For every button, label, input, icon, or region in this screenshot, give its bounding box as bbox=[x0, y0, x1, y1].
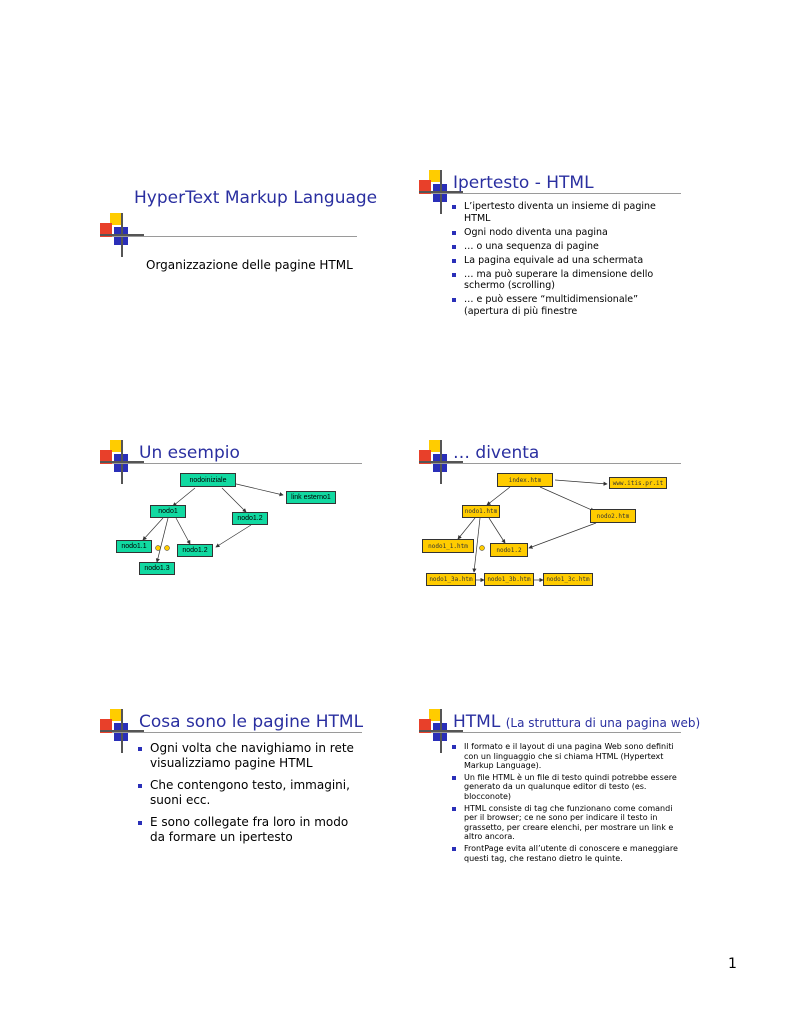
list-item: Ogni nodo diventa una pagina bbox=[452, 227, 684, 239]
diagram-node: index.htm bbox=[497, 473, 553, 487]
slide-title: … diventa bbox=[453, 443, 540, 463]
diagram-node: nodo1_3b.htm bbox=[484, 573, 534, 586]
bullet-list: L’ipertesto diventa un insieme di pagine… bbox=[452, 201, 684, 320]
bullet-list: Ogni volta che navighiamo in rete visual… bbox=[138, 741, 366, 852]
list-item: Un file HTML è un file di testo quindi p… bbox=[452, 773, 684, 802]
slide-decoration-icon bbox=[100, 440, 144, 484]
list-item: Che contengono testo, immagini, suoni ec… bbox=[138, 778, 366, 808]
diagram-node: nodo1.3 bbox=[139, 562, 175, 575]
list-item: … e può essere “multidimensionale” (aper… bbox=[452, 294, 684, 317]
list-item: E sono collegate fra loro in modo da for… bbox=[138, 815, 366, 845]
list-item: … ma può superare la dimensione dello sc… bbox=[452, 269, 684, 292]
slide-title: HyperText Markup Language bbox=[134, 188, 378, 208]
diagram-node: nodo1.2 bbox=[232, 512, 268, 525]
diagram-node: nodoiniziale bbox=[180, 473, 236, 487]
diagram-node: nodo1.htm bbox=[462, 505, 500, 518]
diagram-node: nodo1_3a.htm bbox=[426, 573, 476, 586]
slide-title-main: HTML bbox=[453, 712, 501, 732]
diagram-node: nodo1 bbox=[150, 505, 186, 518]
slide-decoration-icon bbox=[100, 213, 144, 257]
slide-title-sub: (La struttura di una pagina web) bbox=[505, 716, 701, 730]
slide-title: Un esempio bbox=[139, 443, 240, 463]
list-item: Ogni volta che navighiamo in rete visual… bbox=[138, 741, 366, 771]
slide-subtitle: Organizzazione delle pagine HTML bbox=[146, 258, 353, 272]
list-item: HTML consiste di tag che funzionano come… bbox=[452, 804, 684, 842]
list-item: La pagina equivale ad una schermata bbox=[452, 255, 684, 267]
diagram-node: www.itis.pr.it bbox=[609, 477, 667, 489]
bullet-list: Il formato e il layout di una pagina Web… bbox=[452, 742, 684, 865]
list-item: FrontPage evita all’utente di conoscere … bbox=[452, 844, 684, 863]
page-number: 1 bbox=[728, 956, 737, 972]
slide-title: Cosa sono le pagine HTML bbox=[139, 712, 364, 732]
slide-title: Ipertesto - HTML bbox=[453, 173, 594, 193]
diagram-node: nodo1.2 bbox=[177, 544, 213, 557]
diagram-node: nodo1_1.htm bbox=[422, 539, 474, 553]
list-item: … o una sequenza di pagine bbox=[452, 241, 684, 253]
diagram-node: nodo2.htm bbox=[590, 509, 636, 523]
diagram-node: nodo1.1 bbox=[116, 540, 152, 553]
diagram-node: nodo1_3c.htm bbox=[543, 573, 593, 586]
diagram-node: nodo1.2 bbox=[490, 543, 528, 557]
list-item: Il formato e il layout di una pagina Web… bbox=[452, 742, 684, 771]
list-item: L’ipertesto diventa un insieme di pagine… bbox=[452, 201, 684, 224]
slide-title: HTML (La struttura di una pagina web) bbox=[453, 712, 700, 732]
diagram-node: link esterno1 bbox=[286, 491, 336, 504]
